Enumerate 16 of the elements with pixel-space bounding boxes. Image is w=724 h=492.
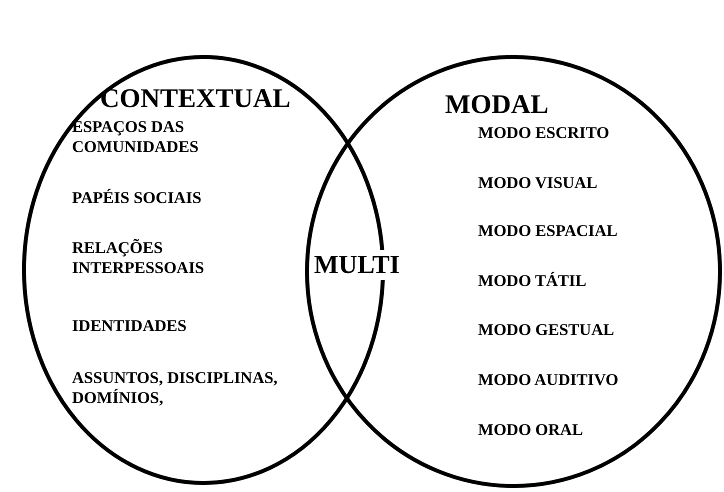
list-item: MODO AUDITIVO (478, 370, 620, 390)
list-item: MODO ESPACIAL (478, 221, 618, 241)
circle-heading: CONTEXTUAL (100, 84, 291, 114)
list-item: MODO ORAL (478, 420, 584, 440)
list-item: MODO GESTUAL (478, 320, 616, 340)
list-item: MODO VISUAL (478, 173, 598, 193)
venn-circle (305, 55, 722, 488)
list-item: PAPÉIS SOCIAIS (72, 188, 202, 208)
list-item: MODO ESCRITO (478, 123, 610, 143)
list-item: IDENTIDADES (72, 316, 188, 336)
overlap-label: MULTI (312, 250, 402, 280)
list-item: ASSUNTOS, DISCIPLINAS, DOMÍNIOS, (72, 368, 279, 408)
list-item: MODO TÁTIL (478, 271, 588, 291)
list-item: RELAÇÕES INTERPESSOAIS (72, 238, 206, 278)
circle-heading: MODAL (445, 90, 548, 120)
list-item: ESPAÇOS DAS COMUNIDADES (72, 117, 200, 157)
